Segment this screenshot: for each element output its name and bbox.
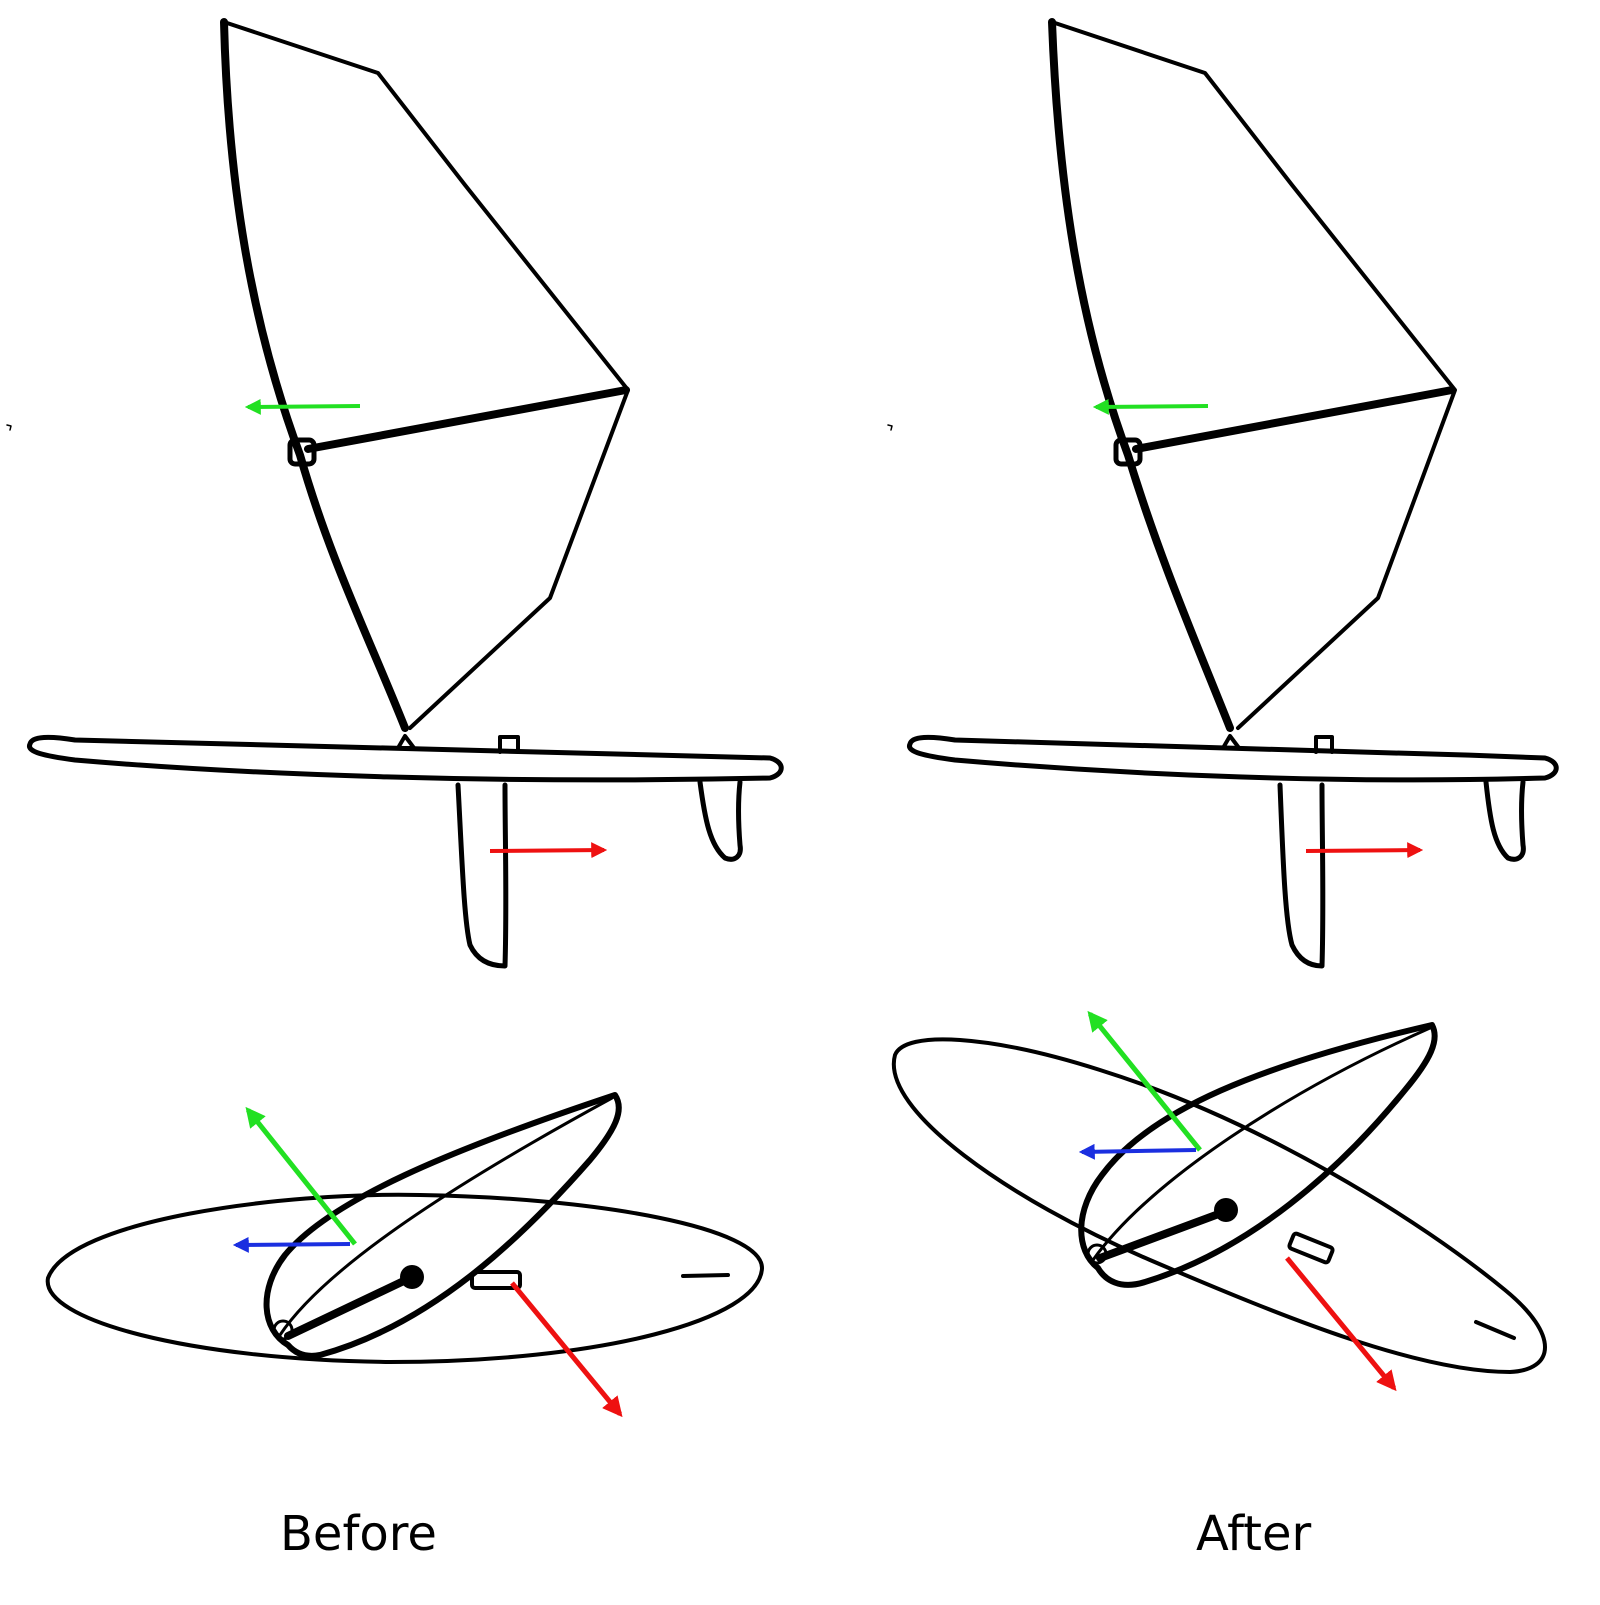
fin-force-arrow <box>1285 1256 1397 1392</box>
fin-force-arrow <box>1305 842 1424 859</box>
footstrap <box>498 735 520 754</box>
before-side-view <box>6 18 784 969</box>
fin-force-arrow <box>489 842 608 859</box>
board-fitting <box>470 1270 522 1290</box>
sail-top <box>263 1092 622 1359</box>
boom-top <box>1091 1026 1432 1262</box>
sail-outline <box>1050 20 1457 730</box>
sail-force-arrow <box>244 398 361 415</box>
sail-outline <box>222 20 630 730</box>
hand-point <box>1214 1198 1238 1222</box>
sail-force-arrow <box>245 1106 357 1246</box>
daggerboard <box>455 782 509 969</box>
fin <box>697 779 743 862</box>
board <box>27 734 784 783</box>
mast <box>1048 18 1234 732</box>
after-side-view <box>887 18 1559 969</box>
drive-force-arrow <box>232 1236 351 1253</box>
footstrap <box>1314 735 1334 754</box>
stray-mark <box>6 424 12 431</box>
fin <box>1483 779 1526 862</box>
board-top <box>45 1192 764 1364</box>
drive-force-arrow <box>1078 1143 1197 1160</box>
boom-rod <box>1096 1208 1228 1262</box>
before-top-view <box>45 1092 764 1418</box>
tail-fin-mark <box>1474 1320 1516 1340</box>
boom <box>1132 386 1456 453</box>
board-fitting <box>1287 1231 1335 1265</box>
after-top-view <box>891 1010 1547 1392</box>
sail-force-arrow <box>1092 398 1209 415</box>
hand-point <box>400 1265 424 1289</box>
mast-base <box>272 1319 294 1341</box>
after-caption: After <box>1196 1506 1312 1562</box>
board <box>907 734 1559 783</box>
mast <box>220 18 409 732</box>
boom-clamp <box>287 437 317 467</box>
fin-force-arrow <box>510 1281 623 1418</box>
before-caption: Before <box>280 1506 437 1562</box>
sail-top <box>1078 1022 1438 1288</box>
daggerboard <box>1277 782 1326 969</box>
boom-top <box>278 1096 614 1337</box>
boom-rod <box>284 1274 414 1340</box>
board-top <box>891 1037 1547 1374</box>
tail-fin-mark <box>681 1273 730 1278</box>
boom <box>304 386 630 453</box>
boom-clamp <box>1113 437 1143 467</box>
mast-base <box>1086 1243 1108 1265</box>
sail-force-arrow <box>1087 1010 1202 1152</box>
stray-mark <box>887 424 893 431</box>
